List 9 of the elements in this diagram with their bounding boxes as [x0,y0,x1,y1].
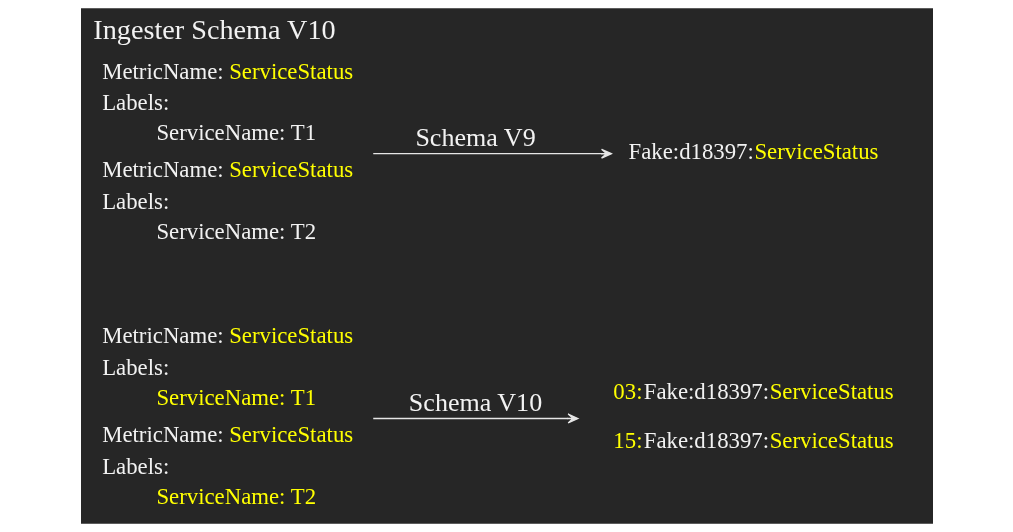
arrow [372,148,612,159]
node-text: 03:Fake:d18397:ServiceStatus 15:Fake:d18397:ServiceStatus [612,378,894,453]
edge-label: Schema V10 [408,388,542,418]
arrow [372,413,579,424]
diagram-title: Ingester Schema V10 [92,14,336,46]
node-text: MetricName: ServiceStatus Labels: ServiceName: T1 MetricName: ServiceStatus Labels: ServiceName: T2 [101,58,353,245]
node-text: MetricName: ServiceStatus Labels: ServiceName: T1 MetricName: ServiceStatus Labels: ServiceName: T2 [101,323,353,510]
edge-label: Schema V9 [414,123,536,153]
node-text: Fake:d18397:ServiceStatus [628,138,878,164]
